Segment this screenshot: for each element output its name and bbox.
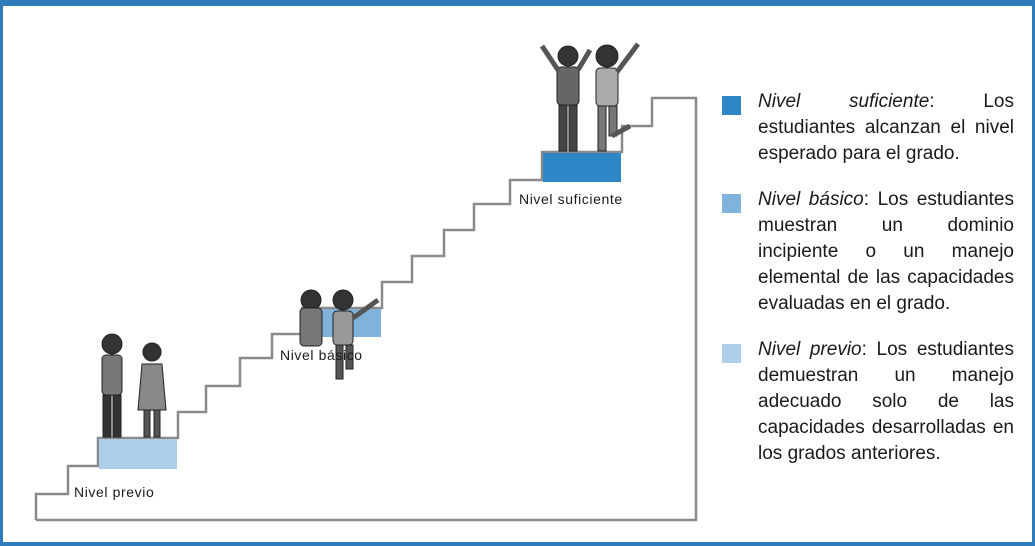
legend-item-suficiente: Nivel suficiente: Los estudiantes alcanz… — [722, 89, 1014, 167]
legend-description-previo: Nivel previo: Los estudiantes demuestran… — [758, 337, 1014, 467]
legend-text-basico: : Los estudiantes muestran un dominio in… — [758, 189, 1014, 314]
two-students-standing-icon — [101, 333, 167, 438]
legend-name-suficiente: Nivel suficiente — [758, 91, 930, 112]
legend-text-previo: : Los estudiantes demuestran un manejo a… — [758, 339, 1014, 464]
legend-name-basico: Nivel básico — [758, 189, 864, 210]
level-block-previo — [99, 439, 177, 469]
level-block-suficiente — [543, 153, 621, 182]
legend-swatch-previo — [722, 344, 741, 363]
legend-item-previo: Nivel previo: Los estudiantes demuestran… — [722, 337, 1014, 467]
step-label-basico: Nivel básico — [280, 347, 363, 363]
step-label-previo: Nivel previo — [74, 484, 155, 500]
legend-swatch-basico — [722, 194, 741, 213]
legend-text-suficiente: : Los estudiantes alcanzan el nivel espe… — [758, 91, 1014, 164]
legend-description-suficiente: Nivel suficiente: Los estudiantes alcanz… — [758, 89, 1014, 167]
two-students-climbing-icon — [299, 289, 380, 380]
legend-item-basico: Nivel básico: Los estudiantes muestran u… — [722, 187, 1014, 317]
step-label-suficiente: Nivel suficiente — [519, 191, 623, 207]
legend: Nivel suficiente: Los estudiantes alcanz… — [722, 89, 1014, 487]
two-students-celebrating-icon — [539, 42, 640, 152]
legend-swatch-suficiente — [722, 96, 741, 115]
legend-name-previo: Nivel previo — [758, 339, 862, 360]
staircase-outline — [34, 96, 698, 522]
legend-description-basico: Nivel básico: Los estudiantes muestran u… — [758, 187, 1014, 317]
